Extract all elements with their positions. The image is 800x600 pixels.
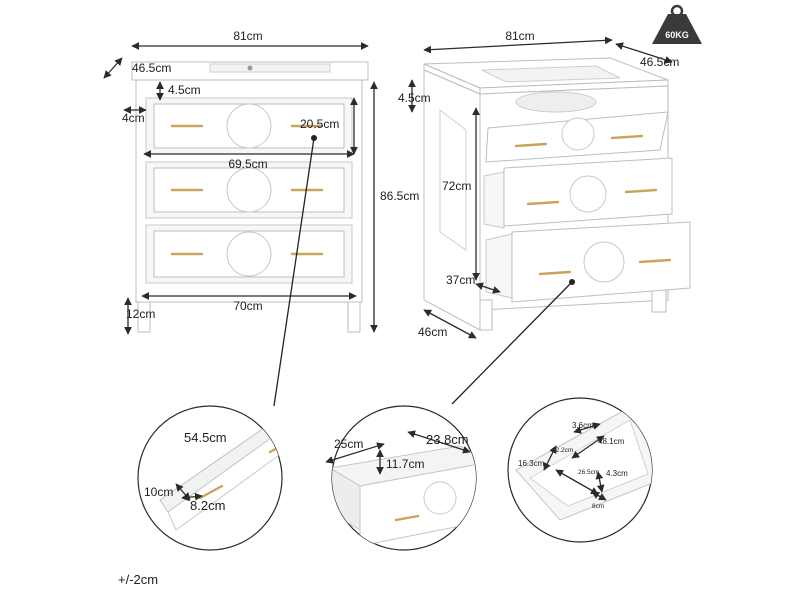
front-leg-height-label: 12cm	[126, 307, 155, 321]
side-sink-opening	[481, 65, 621, 83]
front-depth-line	[103, 57, 123, 79]
side-depth-line	[615, 42, 673, 64]
callout-lines	[273, 135, 575, 407]
side-drawer-1	[485, 111, 669, 163]
basin-d-label: 16.3cm	[518, 459, 545, 468]
front-inner-width-label: 70cm	[233, 299, 262, 313]
front-width-label: 81cm	[233, 29, 262, 43]
front-drawer-2	[145, 161, 353, 219]
side-drawer-3	[485, 221, 691, 303]
side-width-line	[423, 36, 613, 54]
box-width-label: 23.8cm	[426, 432, 469, 447]
slide-width-label: 8.2cm	[190, 498, 225, 513]
front-view: 81cm 46.5cm 4.5cm 4cm 20.5cm 69.5cm 86.5…	[103, 29, 419, 335]
front-sink-opening	[209, 63, 331, 73]
faucet-hole-icon	[247, 65, 253, 71]
detail-drawer-slide: 54.5cm 10cm 8.2cm	[137, 405, 283, 551]
weight-icon	[652, 14, 702, 44]
side-panel	[423, 69, 481, 331]
front-drawer-1	[145, 97, 353, 155]
front-topgap-label: 4.5cm	[168, 83, 201, 97]
front-leg-right	[347, 301, 361, 333]
side-depth-label: 46.5cm	[640, 55, 679, 69]
front-drawer-height-label: 20.5cm	[300, 117, 339, 131]
box-height-label: 11.7cm	[386, 457, 424, 471]
front-depth-label: 46.5cm	[132, 61, 171, 75]
basin-g-label: 8cm	[592, 503, 604, 510]
basin-e-label: 26.5cm	[578, 469, 599, 476]
front-drawer-width-label: 69.5cm	[228, 157, 267, 171]
side-body-height-label: 72cm	[442, 179, 471, 193]
front-drawer-3	[145, 224, 353, 284]
side-basin-bowl	[515, 91, 597, 113]
side-drawer-depth-label: 37cm	[446, 273, 475, 287]
basin-a-label: 3.6cm	[572, 421, 594, 430]
detail-drawer-box: 25cm 11.7cm 23.8cm	[325, 405, 477, 551]
side-leg-front-left	[479, 299, 493, 331]
front-inset-label: 4cm	[122, 111, 145, 125]
side-drawer-2	[483, 157, 673, 229]
side-drawer-depth-line	[475, 282, 501, 294]
detail-basin: 3.6cm 12.2cm 48.1cm 16.3cm 26.5cm 4.3cm …	[507, 397, 653, 543]
side-base-depth-line	[423, 309, 477, 339]
front-leg-left	[137, 301, 151, 333]
side-base-depth-label: 46cm	[418, 325, 447, 339]
weight-badge-label: 60KG	[665, 30, 689, 40]
basin-f-label: 4.3cm	[606, 469, 628, 478]
front-total-height-label: 86.5cm	[380, 189, 419, 203]
weight-badge: 60KG	[652, 4, 702, 44]
slide-length-label: 54.5cm	[184, 430, 227, 445]
side-view: 81cm 46.5cm 4.5cm 72cm 37cm 46cm	[398, 29, 691, 339]
tolerance-note: +/-2cm	[118, 572, 159, 587]
basin-b-label: 12.2cm	[552, 447, 573, 454]
side-width-label: 81cm	[505, 29, 534, 43]
box-depth-label: 25cm	[334, 437, 363, 451]
side-topgap-label: 4.5cm	[398, 91, 431, 105]
slide-height-label: 10cm	[144, 485, 173, 499]
basin-c-label: 48.1cm	[598, 437, 625, 446]
